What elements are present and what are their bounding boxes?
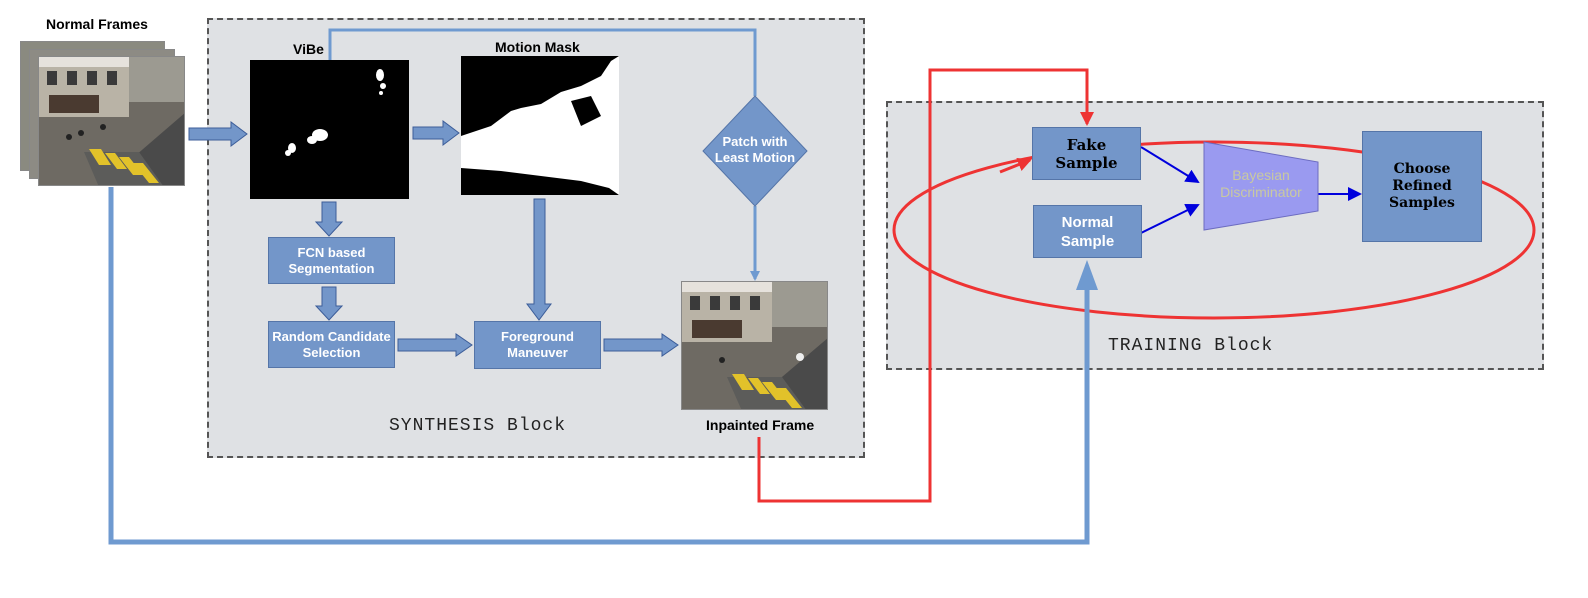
vibe-image xyxy=(250,60,409,199)
fake-sample-box: Fake Sample xyxy=(1032,127,1141,180)
motion-mask-label: Motion Mask xyxy=(495,39,580,55)
vibe-label: ViBe xyxy=(293,41,324,57)
loop-arrow-to-fake xyxy=(999,157,1032,174)
normal-sample-box: Normal Sample xyxy=(1033,205,1142,258)
normal-sample-arrowhead xyxy=(1076,260,1098,290)
choose-refined-samples-box: Choose Refined Samples xyxy=(1362,131,1482,242)
vibe-to-mask-arrow xyxy=(412,120,460,146)
motion-mask-image xyxy=(461,56,619,195)
fake-to-discriminator-arrow xyxy=(1140,146,1200,184)
discriminator-trapezoid xyxy=(1203,141,1319,231)
normal-frames-label: Normal Frames xyxy=(46,16,148,32)
inpainted-frame-label: Inpainted Frame xyxy=(706,417,815,433)
discriminator-label: Bayesian Discriminator xyxy=(1220,167,1302,200)
random-candidate-box: Random Candidate Selection xyxy=(268,321,395,368)
patch-diamond xyxy=(702,95,808,207)
training-loop-ellipse xyxy=(892,140,1536,320)
vibe-to-fcn-arrow xyxy=(314,201,344,237)
fcn-segmentation-box: FCN based Segmentation xyxy=(268,237,395,284)
patch-diamond-label: Patch with Least Motion xyxy=(714,134,796,165)
normal-frames-to-normal-sample-line xyxy=(108,187,1090,545)
mask-to-foreground-arrow xyxy=(526,198,552,321)
training-block-title: TRAINING Block xyxy=(1108,336,1274,356)
normal-to-discriminator-arrow xyxy=(1140,204,1200,234)
frames-to-vibe-arrow xyxy=(188,121,248,147)
fcn-to-random-arrow xyxy=(314,286,344,321)
vibe-to-patch-line xyxy=(328,28,757,96)
random-to-foreground-arrow xyxy=(397,333,473,357)
inpainted-to-fake-line xyxy=(757,68,1094,503)
inpainted-frame-image xyxy=(681,281,828,410)
normal-frames-icon xyxy=(38,56,185,186)
foreground-maneuver-box: Foreground Maneuver xyxy=(474,321,601,369)
foreground-to-inpainted-arrow xyxy=(603,333,679,357)
synthesis-block-title: SYNTHESIS Block xyxy=(389,416,567,436)
